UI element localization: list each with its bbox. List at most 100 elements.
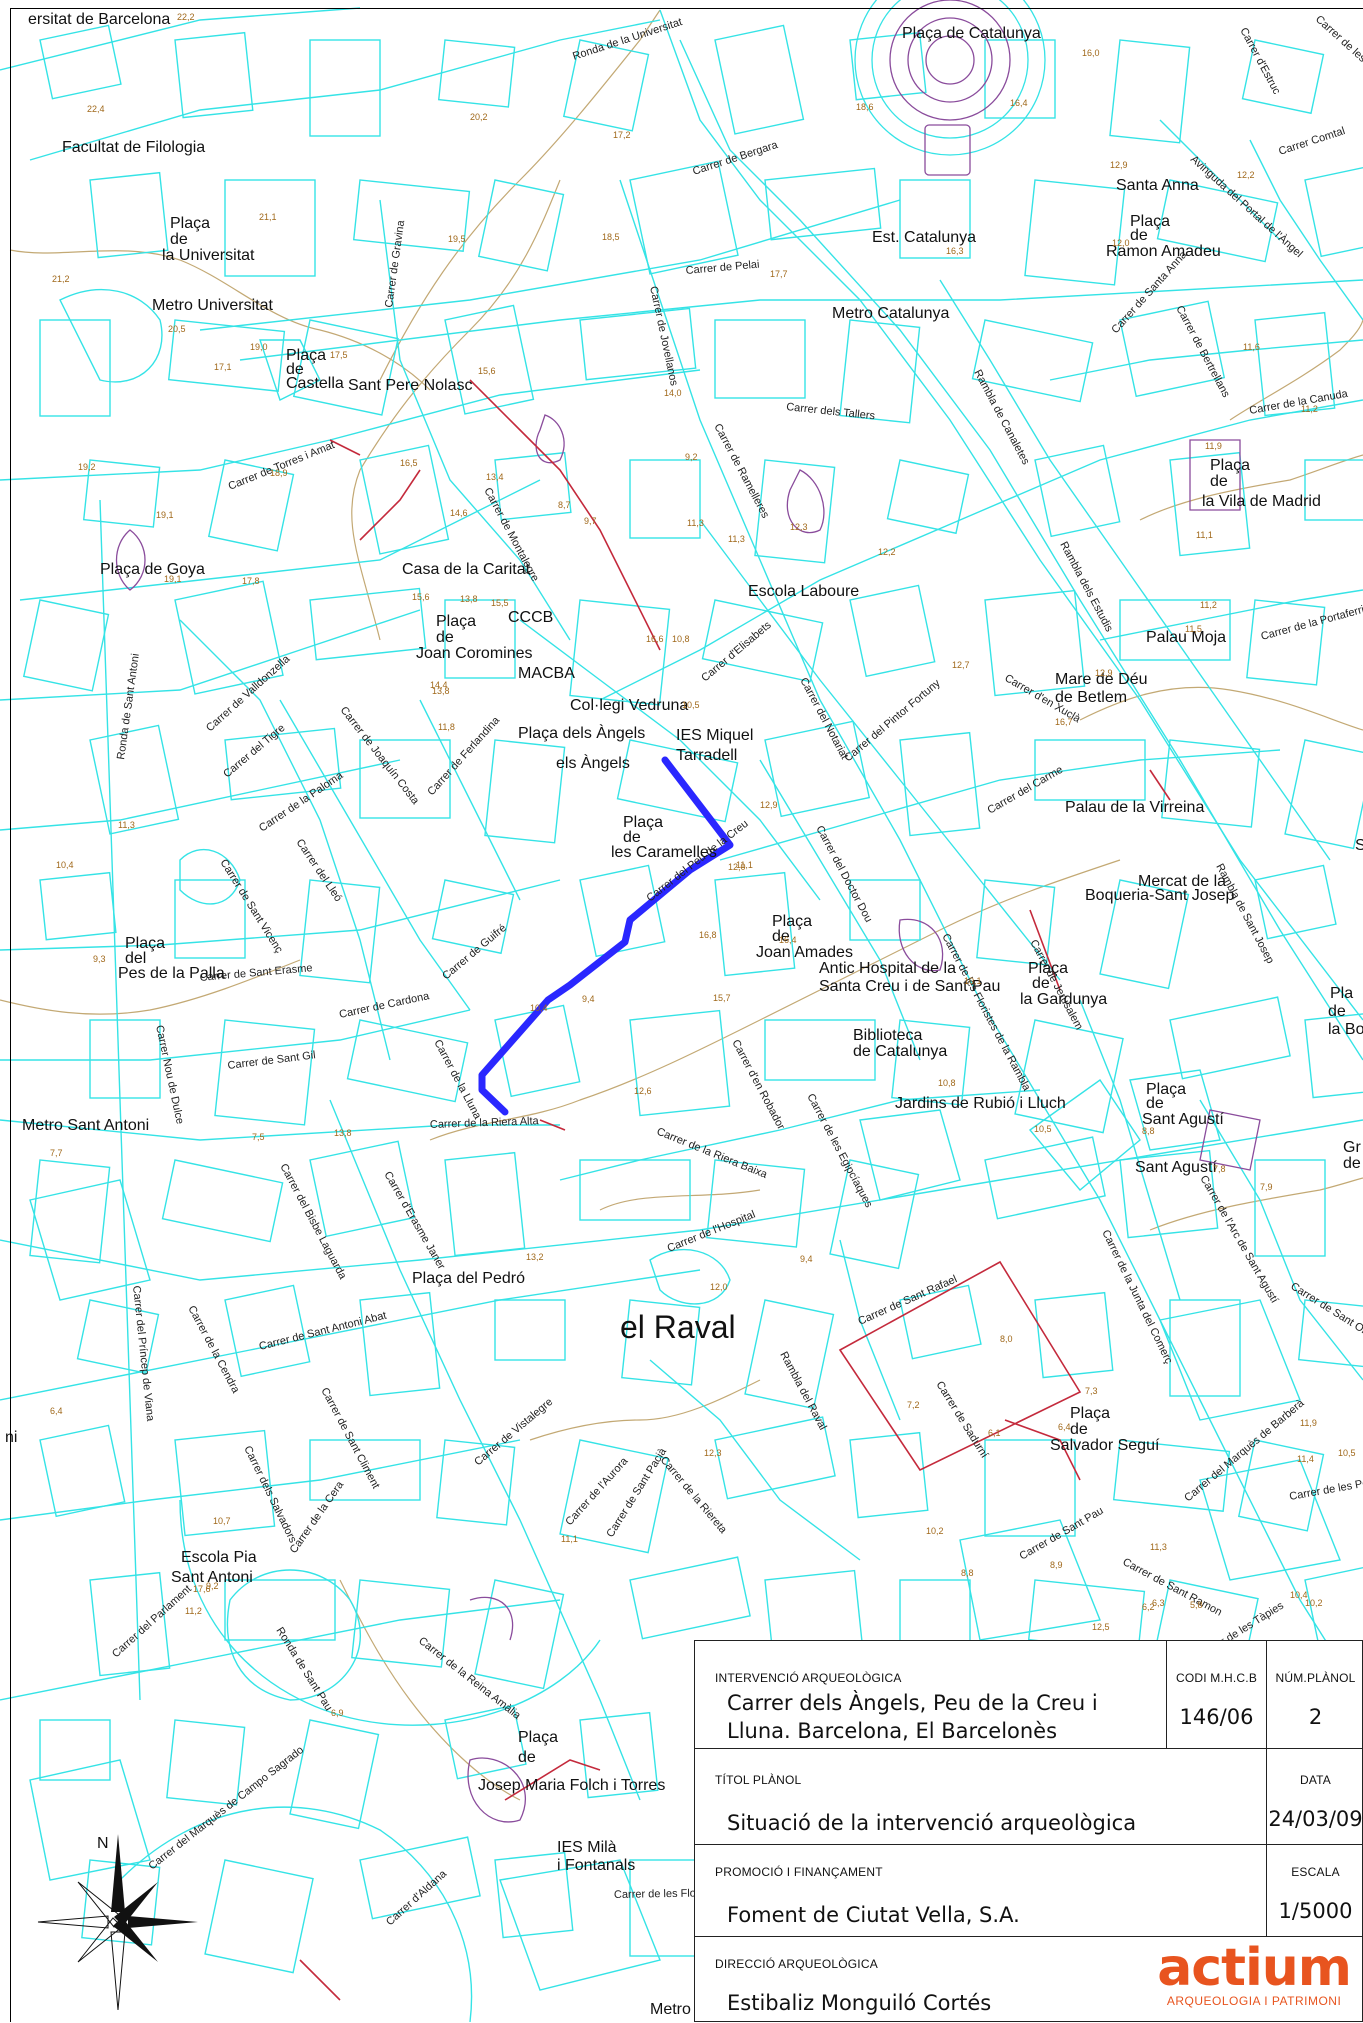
spot-height: 12,2 <box>878 547 896 557</box>
block-outline <box>1169 996 1291 1080</box>
block-outline <box>706 1159 806 1248</box>
block-outline <box>224 1284 311 1378</box>
block-outline <box>1304 1011 1363 1099</box>
place-label: Castella <box>286 375 344 392</box>
block-outline <box>714 871 796 977</box>
place-label: la Vila de Madrid <box>1202 493 1321 510</box>
spot-height: 12,0 <box>1112 238 1130 248</box>
spot-height: 12,9 <box>1110 160 1128 170</box>
place-label: Plaça de Catalunya <box>902 25 1041 42</box>
spot-height: 11,1 <box>1196 530 1213 540</box>
place-label: Plaça <box>623 814 663 831</box>
block-outline <box>1254 864 1337 940</box>
place-label: Plaça <box>125 935 165 952</box>
place-label: Gr <box>1343 1139 1361 1156</box>
street-block-outline <box>0 1119 560 1141</box>
spot-height: 12,7 <box>952 660 970 670</box>
block-outline <box>621 1299 701 1386</box>
block-outline <box>309 1140 416 1238</box>
spot-height: 15,7 <box>713 993 731 1003</box>
logo-subtitle: ARQUEOLOGIA I PATRIMONI <box>1166 1994 1342 2008</box>
street-block-outline <box>699 519 1061 981</box>
spot-height: 11,3 <box>118 820 135 830</box>
block-outline <box>1254 1159 1326 1257</box>
block-outline <box>309 39 381 137</box>
street-label: Carrer de la Riereta <box>658 1454 730 1536</box>
street-label: Carrer de la Riera Alta <box>430 1115 540 1131</box>
spot-height: 16,8 <box>699 930 717 940</box>
block-outline <box>204 1859 314 1974</box>
street-block-outline <box>0 7 361 71</box>
intervention-line1: Carrer dels Àngels, Peu de la Creu i <box>727 1691 1098 1715</box>
place-label: Metro <box>650 2001 691 2018</box>
spot-height: 12,9 <box>1095 668 1113 678</box>
street-block-outline <box>0 1009 471 1061</box>
place-label: Pla <box>1330 985 1353 1002</box>
spot-height: 11,1 <box>561 1534 578 1544</box>
place-label: la Universitat <box>162 247 255 264</box>
street-label: Carrer de Sant Oleguer <box>1288 1280 1363 1351</box>
place-label: Plaça <box>1146 1081 1186 1098</box>
block-outline <box>89 1571 171 1677</box>
block-outline <box>1112 1439 1231 1512</box>
block-outline <box>562 39 650 132</box>
block-outline <box>629 160 739 275</box>
spot-height: 17,5 <box>330 350 348 360</box>
block-outline <box>174 31 254 119</box>
spot-height: 11,4 <box>1297 1454 1314 1464</box>
block-outline <box>1161 739 1261 828</box>
street-block-outline <box>1099 589 1363 641</box>
block-outline <box>984 1439 1076 1537</box>
block-outline <box>22 599 110 692</box>
street-block-outline <box>259 339 321 401</box>
spot-height: 18,6 <box>856 102 874 112</box>
block-outline <box>1246 599 1326 686</box>
block-outline <box>1119 300 1226 398</box>
block-outline <box>849 879 921 941</box>
spot-height: 12,6 <box>634 1086 652 1096</box>
street-label: Carrer dels Tallers <box>786 401 876 422</box>
direction-cell: DIRECCIÓ ARQUEOLÒGICA Estibaliz Monguiló… <box>695 1937 1363 2023</box>
block-outline <box>89 724 180 835</box>
place-label: Sant Pere Nolasc <box>348 377 473 394</box>
spot-height: 11,2 <box>185 1606 202 1616</box>
spot-height: 15,6 <box>478 366 496 376</box>
intervention-line2: Lluna. Barcelona, El Barcelonès <box>727 1719 1058 1743</box>
block-outline <box>89 171 169 259</box>
logo-word: actium <box>1157 1938 1352 1998</box>
block-outline <box>214 1019 316 1126</box>
block-outline <box>29 1159 111 1264</box>
block-outline <box>1024 179 1126 286</box>
block-outline <box>579 864 666 958</box>
street-block-outline <box>29 1179 151 1301</box>
place-label: Josep Maria Folch i Torres <box>478 1777 665 1794</box>
place-label: ni <box>5 1429 17 1446</box>
block-outline <box>629 459 701 539</box>
spot-height: 13,2 <box>526 1252 544 1262</box>
actium-logo: actium ARQUEOLOGIA I PATRIMONI <box>1157 1938 1352 2008</box>
block-outline <box>351 1579 451 1668</box>
street-block-outline <box>1028 1079 1141 1191</box>
code-label: CODI M.H.C.B <box>1175 1671 1258 1685</box>
spot-height: 11,9 <box>1300 1418 1317 1428</box>
street-label: Carrer de Santa Anna <box>1109 248 1190 336</box>
street-block-outline <box>499 1859 661 1991</box>
block-outline <box>346 1019 469 1103</box>
spot-height: 22,4 <box>87 104 105 114</box>
place-label: Mare de Déu <box>1055 671 1148 688</box>
spot-height: 13,8 <box>334 1128 352 1138</box>
street-block-outline <box>649 1248 731 1305</box>
spot-height: 12,0 <box>728 862 746 872</box>
spot-height: 6,3 <box>1152 1598 1165 1608</box>
contour-lines <box>0 9 1363 1801</box>
block-outline <box>1169 451 1251 557</box>
place-label: Facultat de Filologia <box>62 139 205 156</box>
spot-height: 9,7 <box>584 516 597 526</box>
place-label: i Fontanals <box>557 1857 635 1874</box>
place-label: Biblioteca <box>853 1027 922 1044</box>
title-block: INTERVENCIÓ ARQUEOLÒGICA Carrer dels Àng… <box>694 1640 1363 2022</box>
spot-height: 15,5 <box>491 598 509 608</box>
place-label: de <box>772 928 790 945</box>
spot-height: 9,2 <box>206 1581 219 1591</box>
street-label: Carrer del Príncep de Viana <box>130 1285 156 1423</box>
